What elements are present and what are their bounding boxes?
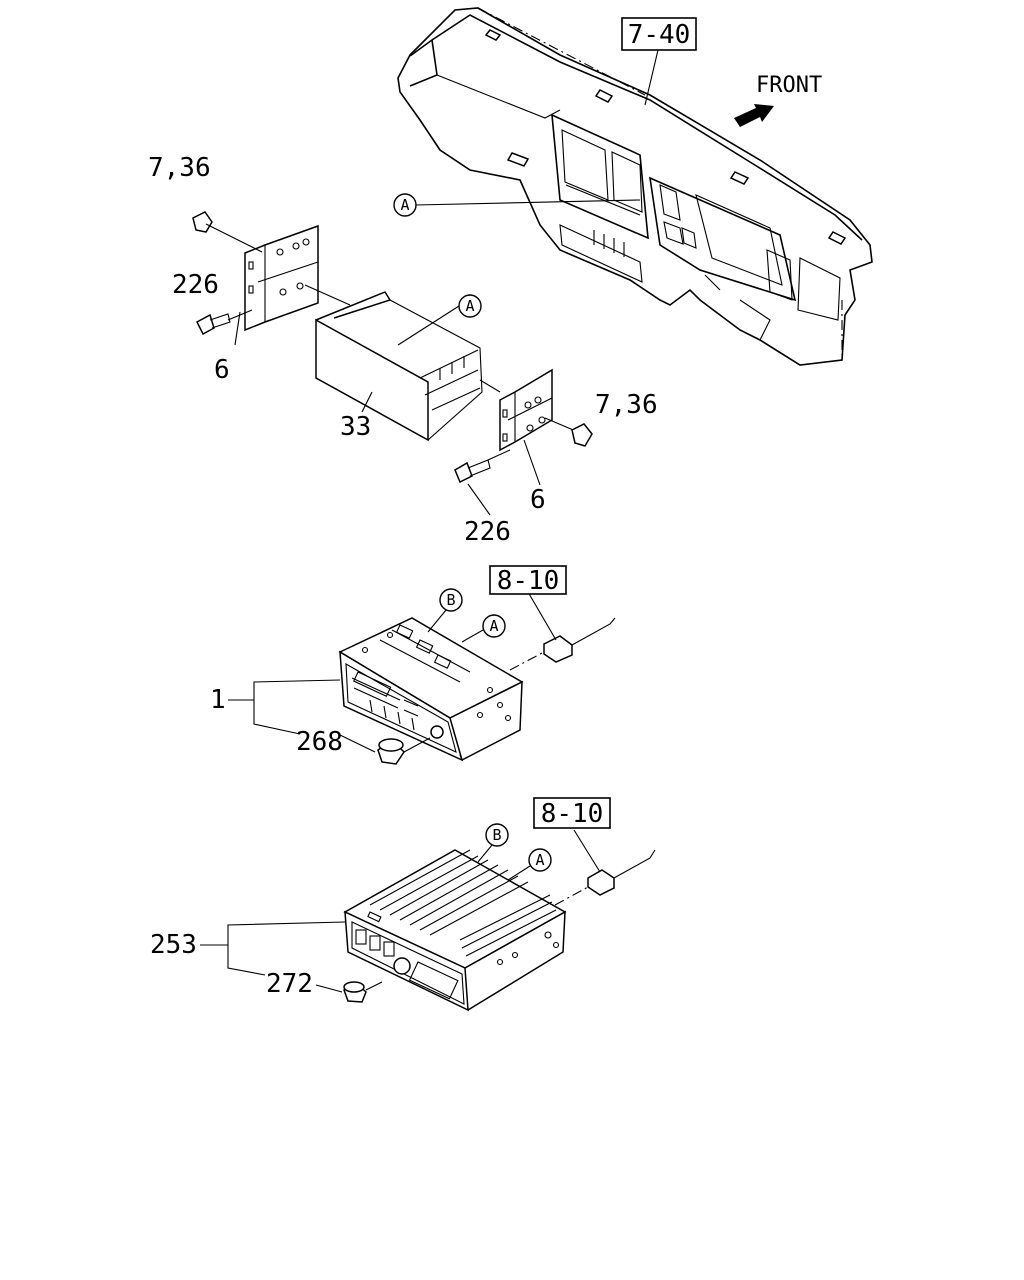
callout-screw-top-left: 7,36: [148, 153, 211, 183]
front-arrow-icon: [734, 104, 774, 127]
screw-top-left: [192, 211, 223, 233]
marker-a-pocket: A: [458, 294, 482, 318]
marker-a-radio-1: A: [461, 614, 506, 643]
callout-pocket: 33: [340, 412, 371, 442]
ref-box-dashboard: 7-40: [621, 17, 697, 51]
front-indicator: FRONT: [734, 73, 822, 127]
callout-bracket-left: 6: [214, 355, 230, 385]
callout-knob-2: 272: [266, 969, 313, 999]
harness-2: [554, 829, 656, 906]
bolt-left: [196, 313, 231, 336]
screw-right: [571, 423, 593, 447]
svg-text:A: A: [489, 617, 498, 635]
radio-unit-1: [338, 617, 524, 762]
marker-b-radio-2: B: [477, 823, 509, 863]
callout-knob-1: 268: [296, 727, 343, 757]
svg-text:A: A: [400, 196, 409, 214]
radio-unit-2: [343, 849, 567, 1012]
callout-bolt-right: 226: [464, 517, 511, 547]
knob-2: [343, 981, 383, 1003]
harness-1: [509, 591, 616, 671]
marker-a-radio-2: A: [507, 848, 552, 881]
svg-text:B: B: [446, 591, 455, 609]
svg-text:A: A: [535, 851, 544, 869]
ref-box-harness-1: 8-10: [489, 565, 567, 596]
callout-bracket-right: 6: [530, 485, 546, 515]
ref-label-harness-1: 8-10: [497, 566, 560, 596]
pocket-tray: [315, 291, 501, 442]
ref-box-harness-2: 8-10: [533, 797, 611, 829]
knob-1: [377, 737, 431, 765]
left-bracket: [221, 224, 351, 332]
right-bracket: [487, 368, 579, 461]
svg-text:A: A: [465, 297, 474, 315]
callout-bolt-left: 226: [172, 270, 219, 300]
marker-b-radio-1: B: [427, 588, 463, 633]
ref-label-dashboard: 7-40: [628, 20, 691, 50]
svg-text:B: B: [492, 826, 501, 844]
front-label: FRONT: [756, 73, 822, 98]
bolt-right: [454, 459, 491, 484]
callout-radio-1: 1: [210, 685, 226, 715]
ref-label-harness-2: 8-10: [541, 799, 604, 829]
callout-radio-2: 253: [150, 930, 197, 960]
marker-a-dashboard: A: [393, 193, 641, 217]
callout-screw-right: 7,36: [595, 390, 658, 420]
dashboard-assembly: [397, 7, 873, 366]
